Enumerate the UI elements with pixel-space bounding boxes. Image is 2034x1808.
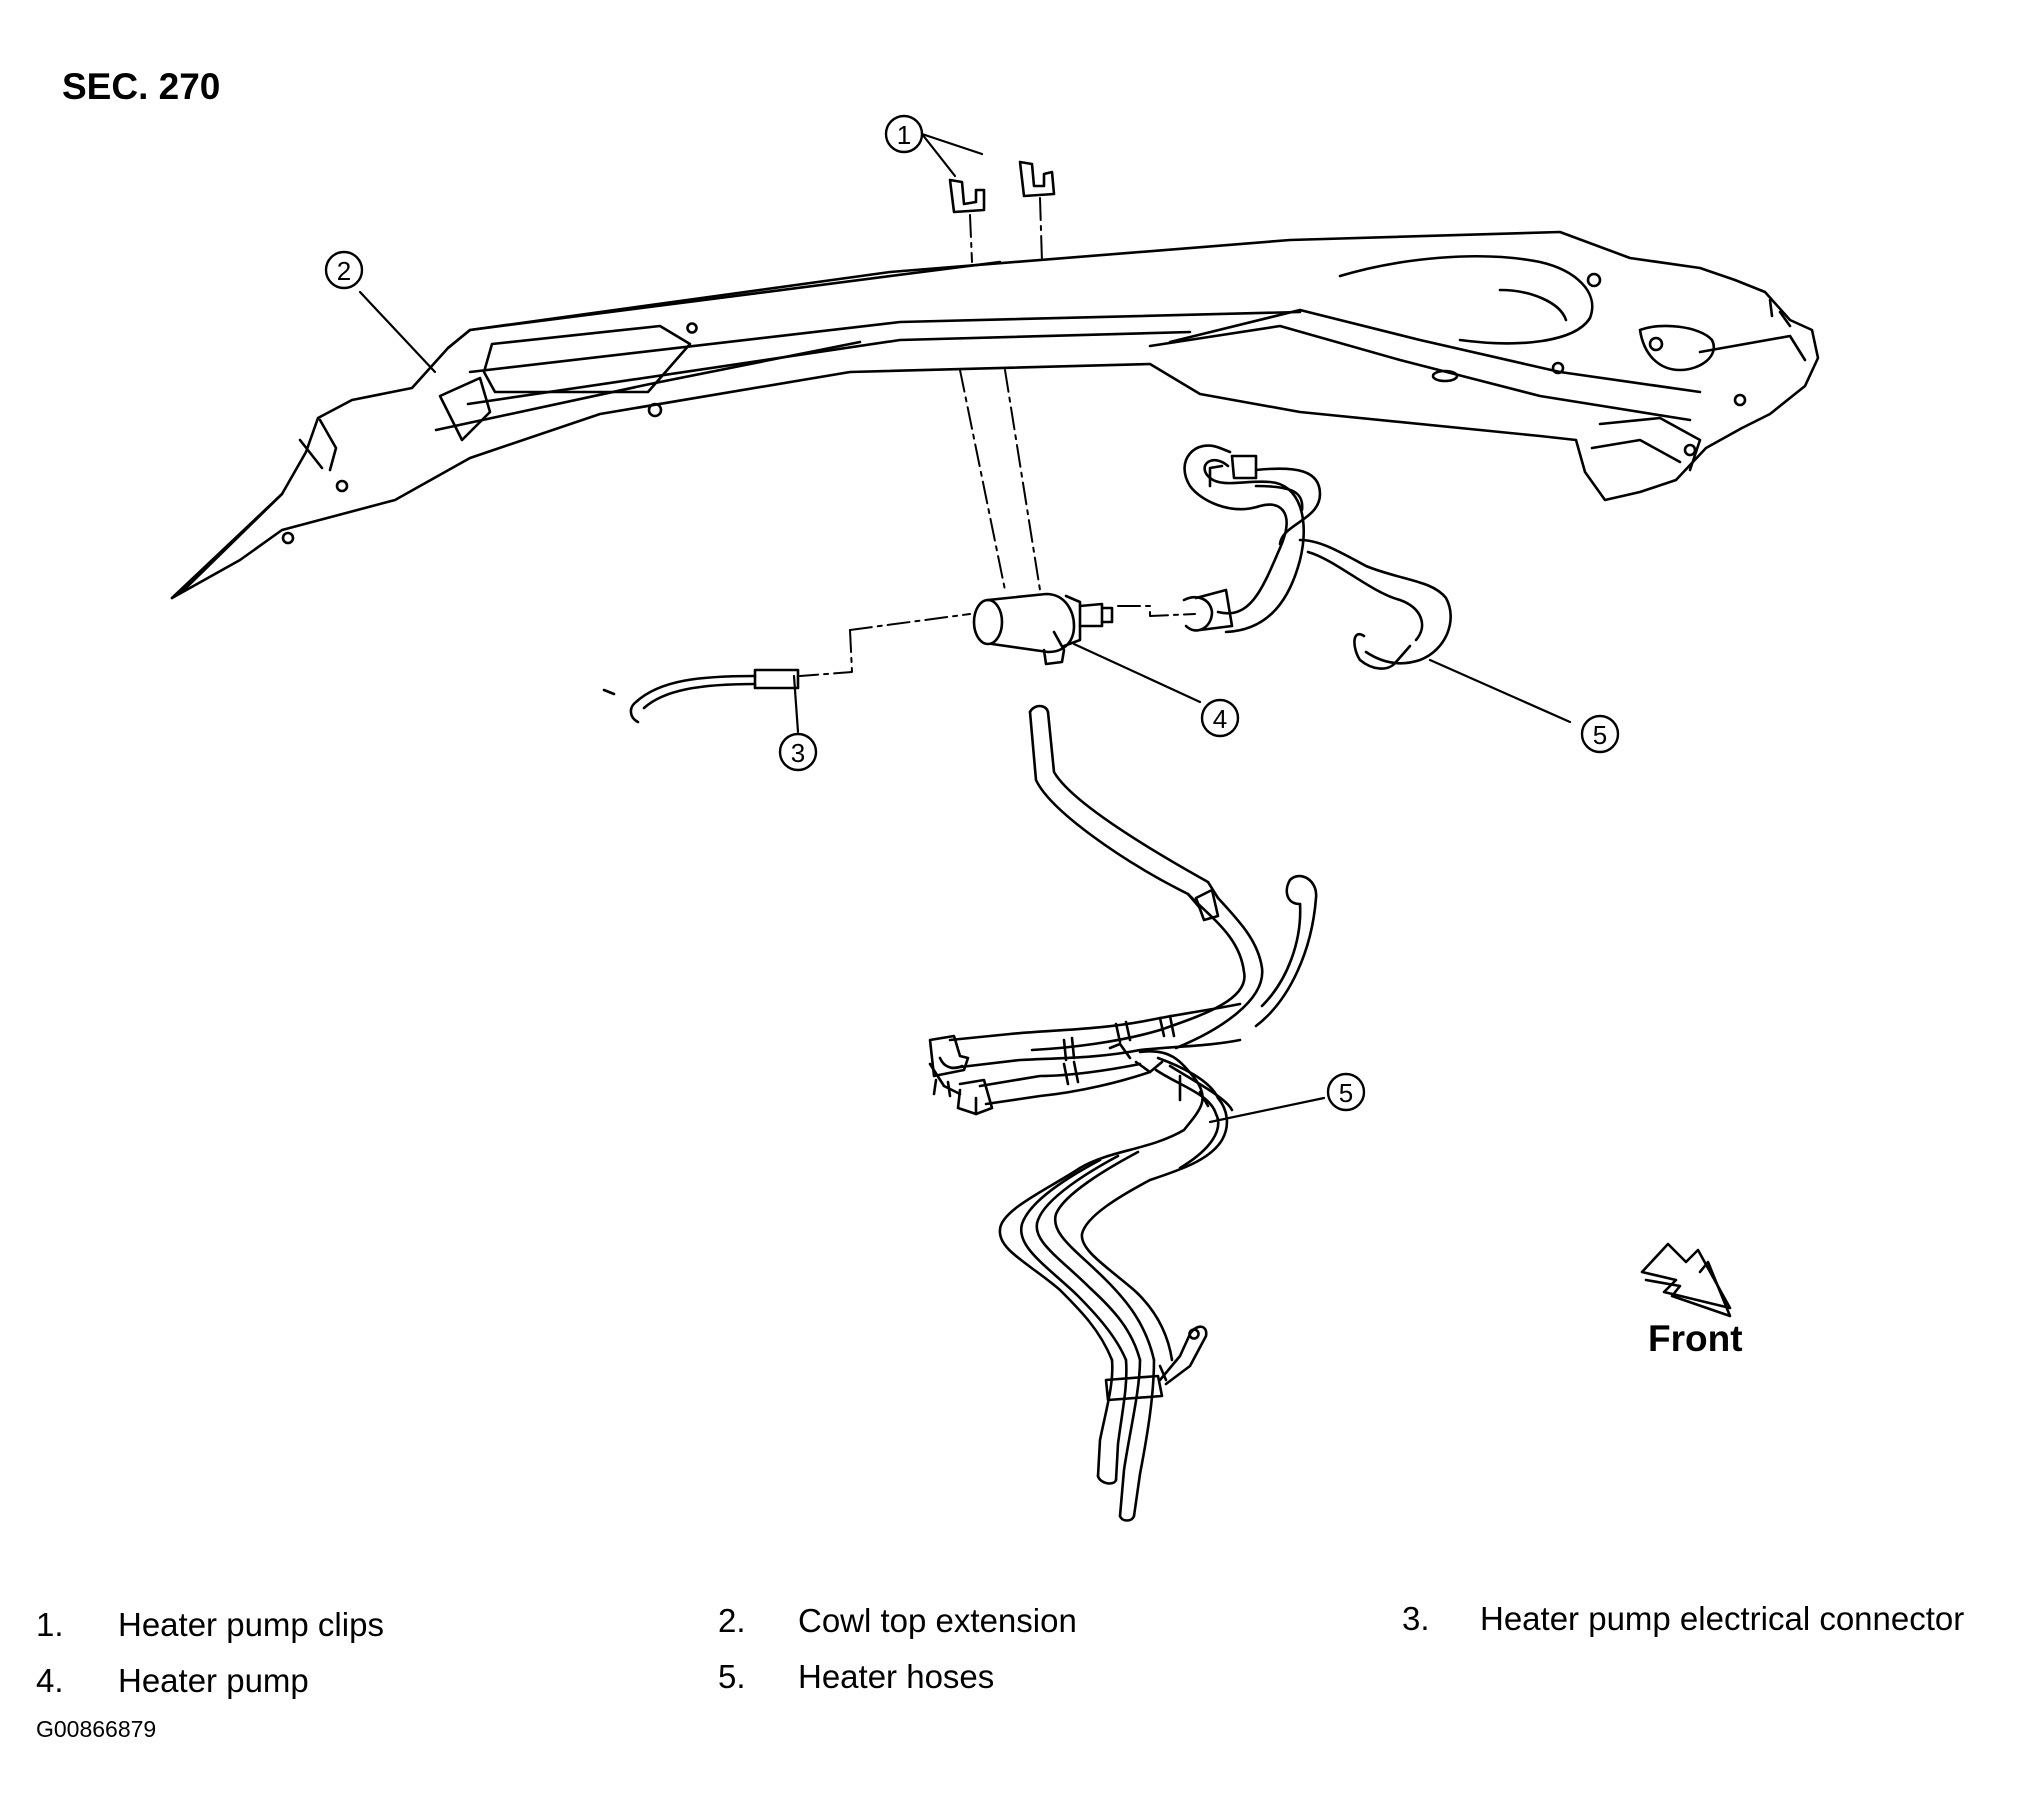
callout-5-upper: 5 xyxy=(1593,720,1607,750)
legend-number: 5. xyxy=(718,1658,746,1695)
legend-number: 3. xyxy=(1402,1600,1430,1637)
callout-circles xyxy=(324,114,1620,1112)
callout-1: 1 xyxy=(897,120,911,150)
legend-item-electrical-connector: Heater pump electrical connector xyxy=(1480,1600,1965,1637)
installation-guide-lines xyxy=(799,197,1196,677)
figure-id: G00866879 xyxy=(36,1716,157,1742)
callout-2: 2 xyxy=(337,256,351,286)
heater-hose-lower xyxy=(928,704,1318,1522)
front-direction-arrow-icon xyxy=(1640,1242,1732,1318)
legend-number: 4. xyxy=(36,1662,64,1699)
front-label: Front xyxy=(1648,1318,1743,1359)
callout-4: 4 xyxy=(1213,704,1227,734)
heater-pump-electrical-connector xyxy=(602,668,800,724)
legend-number: 2. xyxy=(718,1602,746,1639)
callout-5-lower: 5 xyxy=(1339,1078,1353,1108)
legend-number: 1. xyxy=(36,1606,64,1643)
callout-3: 3 xyxy=(791,738,805,768)
legend-item-heater-hoses: Heater hoses xyxy=(798,1658,995,1695)
legend-item-heater-pump: Heater pump xyxy=(118,1662,309,1699)
legend-item-heater-pump-clips: Heater pump clips xyxy=(118,1606,384,1643)
leader-lines xyxy=(358,132,1572,1124)
heater-hose-upper xyxy=(1182,444,1452,670)
heater-pump xyxy=(972,592,1114,666)
legend-item-cowl-top-extension: Cowl top extension xyxy=(798,1602,1077,1639)
cowl-top-extension xyxy=(170,230,1820,600)
heater-pump-clips xyxy=(948,160,1056,214)
section-label: SEC. 270 xyxy=(62,66,221,107)
